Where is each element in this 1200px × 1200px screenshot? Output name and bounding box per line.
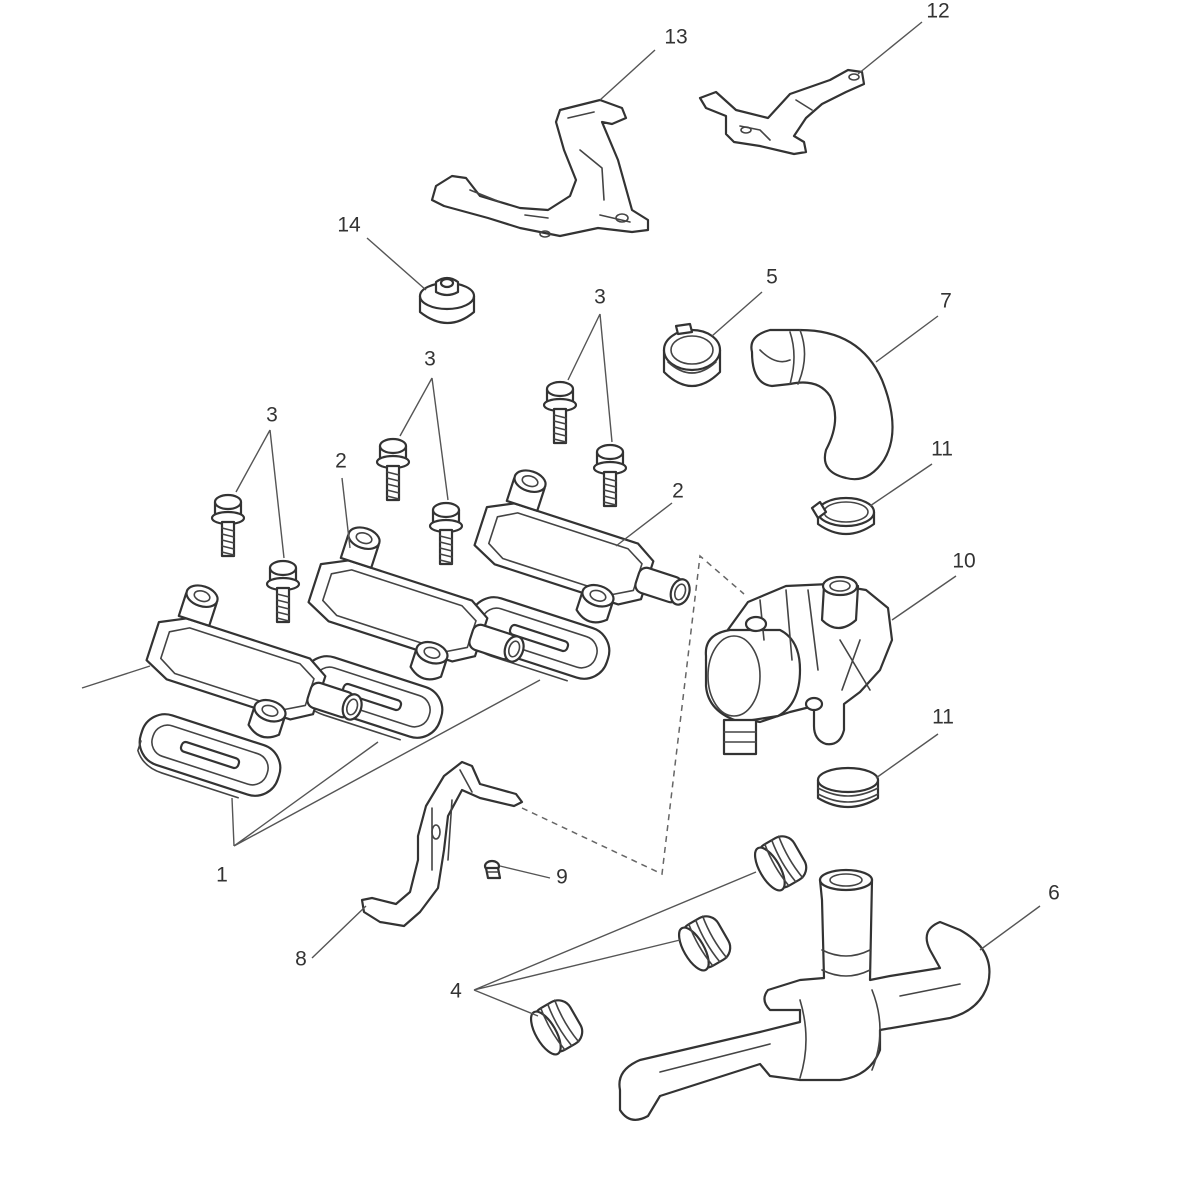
part-2-flange	[307, 526, 525, 681]
callout-11: 11	[931, 438, 953, 461]
part-12-bracket	[698, 68, 866, 156]
part-3-bolt	[265, 559, 301, 624]
part-3-bolt	[428, 501, 464, 566]
callout-2: 2	[672, 480, 684, 503]
callout-3: 3	[266, 404, 278, 427]
part-6-t-hose	[618, 868, 991, 1121]
part-1-gasket	[299, 655, 444, 741]
part-3-bolt	[592, 443, 628, 508]
callout-14: 14	[337, 214, 361, 237]
callout-9: 9	[556, 866, 568, 889]
part-4-clip	[753, 835, 808, 892]
part-8-bracket	[360, 760, 524, 928]
part-3-bolt	[210, 493, 246, 558]
flanges-group	[145, 469, 691, 739]
part-14-grommet	[418, 276, 476, 324]
part-4-clip	[677, 915, 732, 972]
callout-1: 1	[216, 864, 228, 887]
callout-13: 13	[664, 26, 687, 49]
part-5-clamp	[662, 322, 722, 387]
callout-5: 5	[766, 266, 778, 289]
part-3-bolt	[375, 437, 411, 502]
callout-11: 11	[932, 706, 954, 729]
part-1-gasket	[137, 713, 282, 799]
callout-3: 3	[594, 286, 606, 309]
callout-7: 7	[940, 290, 952, 313]
callout-2: 2	[335, 450, 347, 473]
callout-12: 12	[926, 0, 949, 23]
part-13-bracket	[430, 98, 650, 238]
part-4-clip	[529, 999, 584, 1056]
part-3-bolt	[542, 380, 578, 445]
part-9-screw	[483, 859, 502, 880]
bolts-group	[210, 380, 628, 624]
callout-6: 6	[1048, 882, 1060, 905]
leader-lines	[81, 21, 1041, 1017]
callout-8: 8	[295, 948, 307, 971]
callout-3: 3	[424, 348, 436, 371]
dashed-connection-line	[521, 554, 745, 876]
part-2-flange	[473, 469, 691, 624]
part-2-flange	[145, 584, 363, 739]
gaskets-group	[137, 596, 611, 799]
part-4-clips	[529, 835, 808, 1056]
callout-labels: 1 2 2 3 3 3 4 5 6 7 8 9 10 11 11 12 13 1…	[216, 0, 1060, 1003]
callout-4: 4	[450, 980, 462, 1003]
part-10-valve	[704, 575, 894, 756]
callout-10: 10	[952, 550, 975, 573]
part-11-clamp-upper	[810, 496, 876, 535]
part-7-hose	[750, 328, 894, 481]
part-11-clamp-lower	[816, 766, 880, 808]
